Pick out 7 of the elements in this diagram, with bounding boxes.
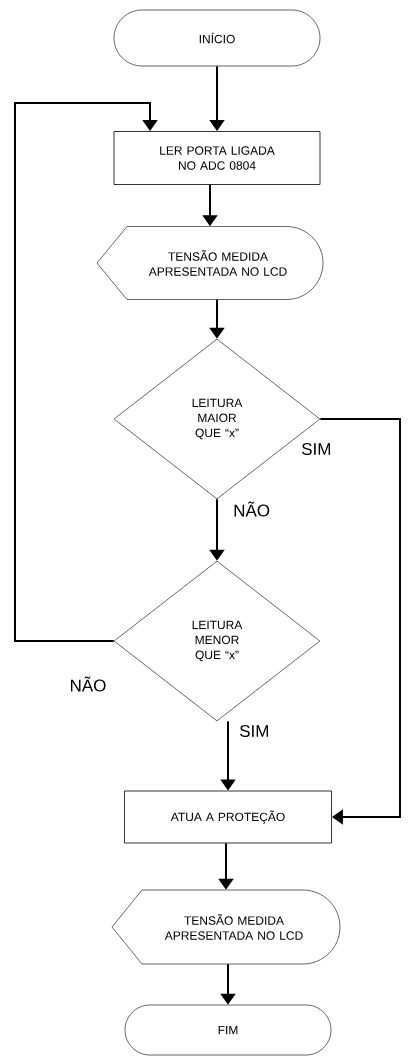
edge-label: SIM	[238, 724, 271, 738]
arrow	[319, 418, 401, 825]
arrow	[14, 102, 158, 642]
edge-label: NÃO	[68, 675, 108, 693]
process-box: LER PORTA LIGADA NO ADC 0804	[113, 131, 321, 185]
process-box: ATUA A PROTEÇÃO	[124, 790, 332, 844]
edge-label: NÃO	[232, 500, 272, 518]
